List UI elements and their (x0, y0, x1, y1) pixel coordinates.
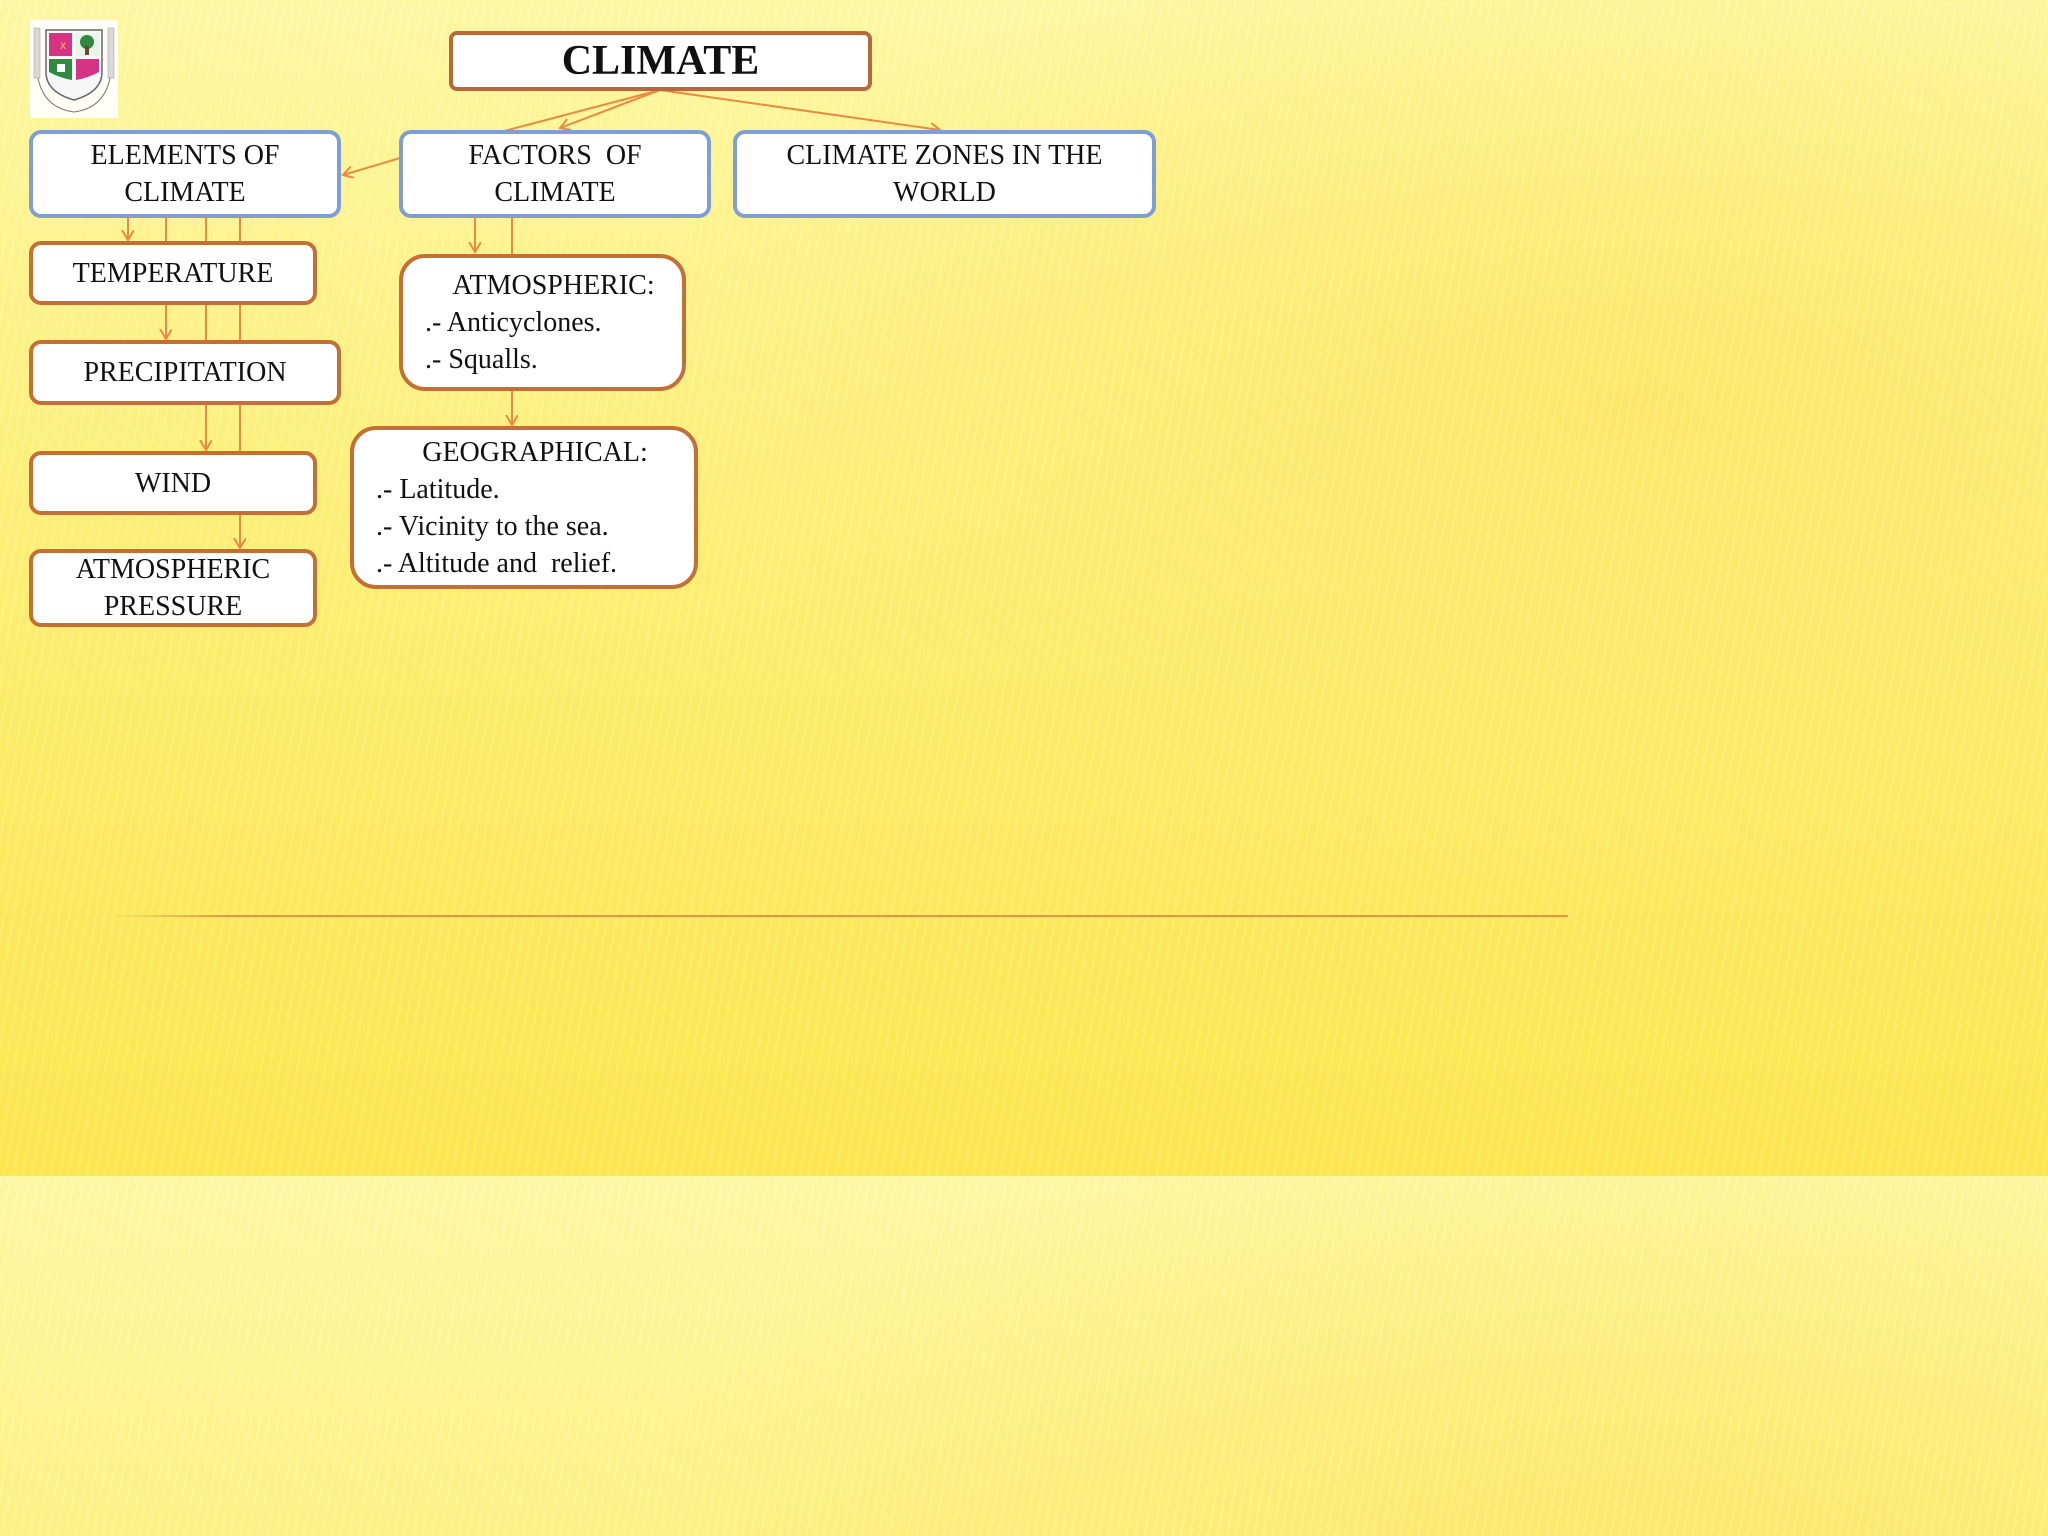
wind-box: WIND (29, 451, 317, 515)
atmospheric-heading: ATMOSPHERIC: (452, 270, 655, 301)
atmospheric-item: .- Squalls. (425, 344, 538, 375)
school-logo: X (30, 20, 118, 118)
atmospheric-pressure-box: ATMOSPHERIC PRESSURE (29, 549, 317, 627)
factors-of-climate-line1: FACTORS OF (468, 140, 642, 171)
title-text: CLIMATE (561, 37, 760, 84)
shield-crest-icon: X (33, 27, 115, 113)
elements-of-climate-box: ELEMENTS OF CLIMATE (29, 130, 341, 218)
svg-text:X: X (60, 42, 66, 52)
temperature-label: TEMPERATURE (72, 257, 274, 289)
precipitation-label: PRECIPITATION (83, 357, 287, 388)
connector-title-zones (659, 89, 940, 130)
factors-of-climate-box: FACTORS OF CLIMATE (399, 130, 711, 218)
climate-zones-box: CLIMATE ZONES IN THE WORLD (733, 130, 1156, 218)
atmospheric-pressure-line1: ATMOSPHERIC (75, 554, 271, 585)
atmospheric-pressure-line2: PRESSURE (103, 591, 243, 622)
atmospheric-factors-box: ATMOSPHERIC: .- Anticyclones. .- Squalls… (399, 254, 686, 391)
diagram-title: CLIMATE (449, 31, 872, 91)
geographical-factors-box: GEOGRAPHICAL: .- Latitude. .- Vicinity t… (350, 426, 698, 589)
temperature-box: TEMPERATURE (29, 241, 317, 305)
elements-of-climate-line1: ELEMENTS OF (90, 140, 280, 171)
geographical-item: .- Latitude. (376, 473, 500, 505)
connector-title-factors (560, 89, 661, 128)
decorative-divider (110, 915, 1568, 917)
factors-of-climate-line2: CLIMATE (494, 177, 616, 208)
atmospheric-item: .- Anticyclones. (425, 307, 602, 338)
geographical-heading: GEOGRAPHICAL: (422, 436, 648, 468)
climate-zones-line1: CLIMATE ZONES IN THE (786, 140, 1103, 171)
wind-label: WIND (134, 467, 212, 499)
elements-of-climate-line2: CLIMATE (124, 177, 246, 208)
precipitation-box: PRECIPITATION (29, 340, 341, 405)
geographical-item: .- Altitude and relief. (376, 547, 618, 579)
climate-zones-line2: WORLD (893, 177, 996, 208)
geographical-item: .- Vicinity to the sea. (376, 510, 609, 542)
